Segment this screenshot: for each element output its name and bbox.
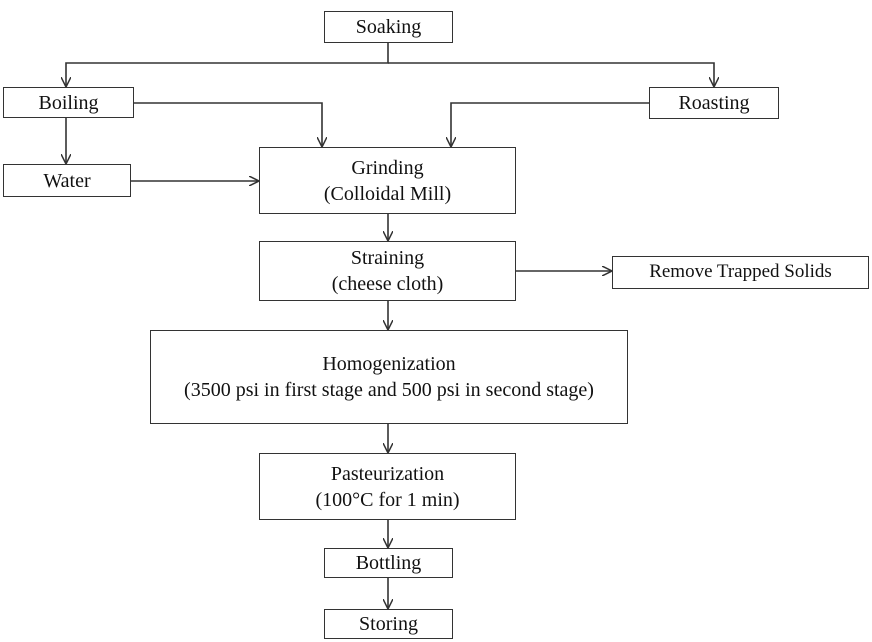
node-bottling-label: Bottling [355, 552, 422, 574]
arrow-soaking-roasting [388, 62, 714, 86]
node-remove-trapped-solids: Remove Trapped Solids [612, 256, 869, 289]
node-soaking: Soaking [324, 11, 453, 43]
node-boiling-label: Boiling [38, 91, 99, 114]
node-straining: Straining (cheese cloth) [259, 241, 516, 301]
node-bottling: Bottling [324, 548, 453, 578]
arrow-roasting-grinding [451, 102, 649, 146]
node-water: Water [3, 164, 131, 197]
node-straining-detail: (cheese cloth) [331, 273, 444, 295]
node-boiling: Boiling [3, 87, 134, 118]
node-pasteurization: Pasteurization (100°C for 1 min) [259, 453, 516, 520]
node-homogenization-detail: (3500 psi in first stage and 500 psi in … [184, 379, 594, 401]
node-storing-label: Storing [359, 613, 418, 635]
node-water-label: Water [43, 169, 91, 192]
node-roasting: Roasting [649, 87, 779, 119]
node-pasteurization-detail: (100°C for 1 min) [315, 488, 460, 511]
node-roasting-label: Roasting [678, 92, 750, 114]
arrow-boiling-grinding [134, 102, 322, 146]
node-remove-label: Remove Trapped Solids [649, 261, 832, 283]
node-grinding-title: Grinding [351, 156, 424, 179]
node-soaking-label: Soaking [355, 16, 422, 38]
node-grinding-detail: (Colloidal Mill) [323, 182, 452, 205]
node-pasteurization-title: Pasteurization [330, 462, 445, 485]
arrow-soaking-boiling [66, 43, 389, 86]
node-straining-title: Straining [350, 247, 425, 269]
node-homogenization-title: Homogenization [322, 353, 456, 375]
node-homogenization: Homogenization (3500 psi in first stage … [150, 330, 628, 424]
node-storing: Storing [324, 609, 453, 639]
node-grinding: Grinding (Colloidal Mill) [259, 147, 516, 214]
